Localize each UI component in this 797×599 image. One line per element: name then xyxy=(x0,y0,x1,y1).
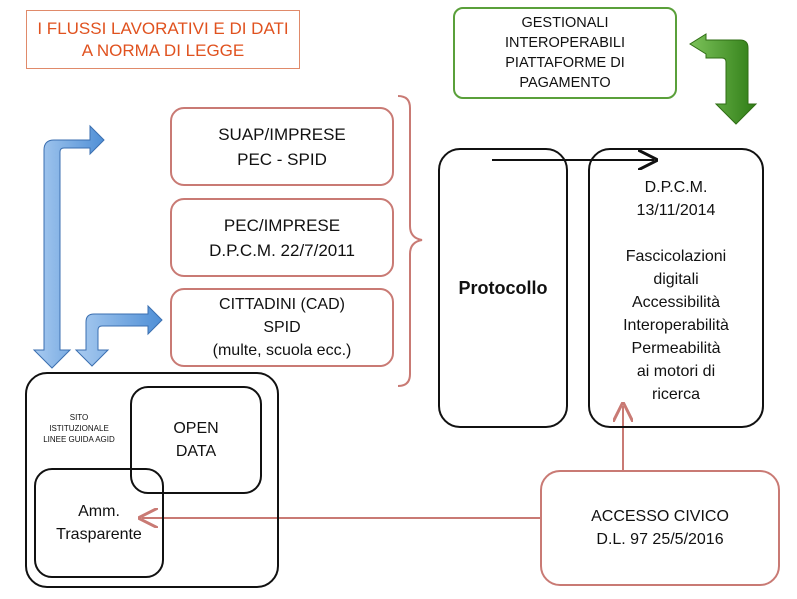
blue-flow-arrow-small xyxy=(74,304,163,367)
grouping-brace xyxy=(397,95,423,387)
blue-flow-arrow-large xyxy=(32,124,105,369)
dpcm-line-9: ricerca xyxy=(651,386,700,403)
dpcm-line-2: 13/11/2014 xyxy=(636,202,716,219)
green-flow-arrow xyxy=(689,33,758,125)
protocollo-box: Protocollo xyxy=(438,148,568,428)
protocollo-label: Protocollo xyxy=(458,277,548,298)
gestionali-line-2: INTEROPERABILI xyxy=(504,35,626,51)
open-data-box: OPEN DATA xyxy=(130,386,262,494)
cittadini-box: CITTADINI (CAD) SPID (multe, scuola ecc.… xyxy=(170,288,394,367)
amm-line-1: Amm. xyxy=(78,503,120,520)
sito-line-1: SITO xyxy=(69,413,89,422)
suap-line-1: SUAP/IMPRESE xyxy=(218,124,346,144)
dpcm-line-1: D.P.C.M. xyxy=(644,179,708,196)
cittadini-line-2: SPID xyxy=(263,319,301,336)
dpcm-line-6: Interoperabilità xyxy=(623,317,729,334)
sito-istituzionale-label: SITO ISTITUZIONALE LINEE GUIDA AGID xyxy=(36,412,122,445)
amm-line-2: Trasparente xyxy=(56,526,142,543)
pec-line-2: D.P.C.M. 22/7/2011 xyxy=(209,240,355,260)
cittadini-line-1: CITTADINI (CAD) xyxy=(219,296,345,313)
gestionali-line-3: PIATTAFORME DI xyxy=(505,55,625,71)
dpcm-line-3: Fascicolazioni xyxy=(625,248,727,265)
gestionali-box: GESTIONALI INTEROPERABILI PIATTAFORME DI… xyxy=(453,7,677,99)
title-line-1: I FLUSSI LAVORATIVI E DI DATI xyxy=(37,18,289,38)
open-data-line-2: DATA xyxy=(175,443,217,460)
dpcm-line-7: Permeabilità xyxy=(631,340,721,357)
sito-istituzionale-box xyxy=(25,372,279,588)
dpcm-line-8: ai motori di xyxy=(636,363,716,380)
suap-imprese-box: SUAP/IMPRESE PEC - SPID xyxy=(170,107,394,186)
dpcm-line-4: digitali xyxy=(653,271,699,288)
sito-line-3: LINEE GUIDA AGID xyxy=(43,435,115,444)
pec-line-1: PEC/IMPRESE xyxy=(223,215,341,235)
dpcm-line-5: Accessibilità xyxy=(631,294,721,311)
gestionali-line-4: PAGAMENTO xyxy=(519,75,611,91)
title-line-2: A NORMA DI LEGGE xyxy=(81,40,245,60)
dpcm-box: D.P.C.M. 13/11/2014 Fascicolazioni digit… xyxy=(588,148,764,428)
suap-line-2: PEC - SPID xyxy=(237,149,327,169)
open-data-line-1: OPEN xyxy=(173,420,219,437)
accesso-line-1: ACCESSO CIVICO xyxy=(591,508,729,525)
pec-imprese-box: PEC/IMPRESE D.P.C.M. 22/7/2011 xyxy=(170,198,394,277)
accesso-civico-box: ACCESSO CIVICO D.L. 97 25/5/2016 xyxy=(540,470,780,586)
gestionali-line-1: GESTIONALI xyxy=(521,15,609,31)
accesso-line-2: D.L. 97 25/5/2016 xyxy=(596,531,724,548)
page-title: I FLUSSI LAVORATIVI E DI DATI A NORMA DI… xyxy=(26,10,300,69)
sito-line-2: ISTITUZIONALE xyxy=(49,424,109,433)
cittadini-line-3: (multe, scuola ecc.) xyxy=(212,342,352,359)
amm-trasparente-box: Amm. Trasparente xyxy=(34,468,164,578)
